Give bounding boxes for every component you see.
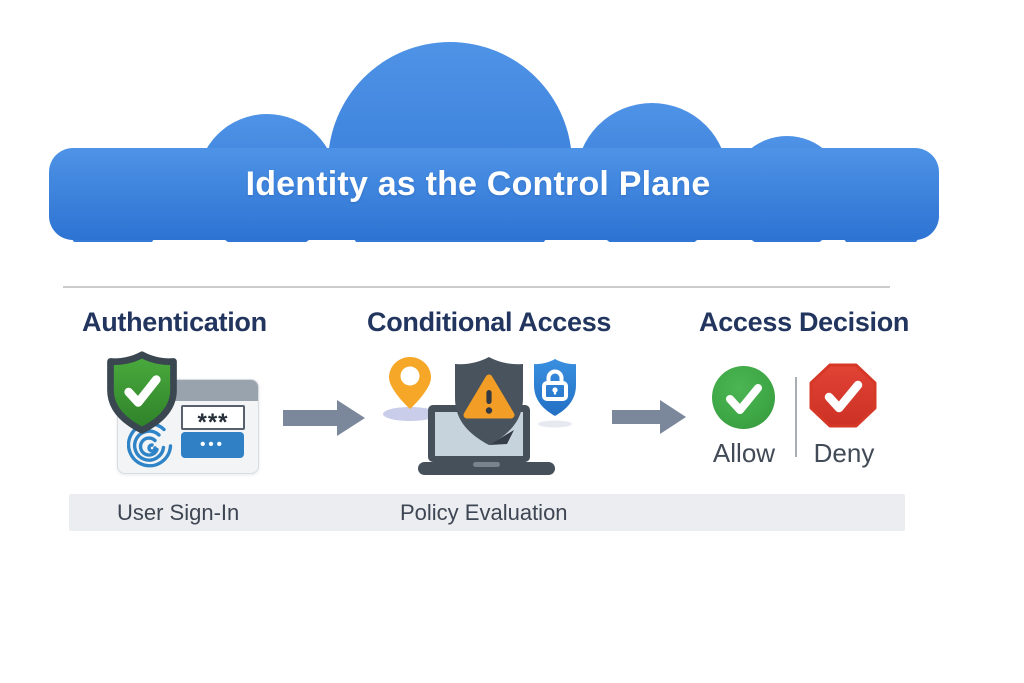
password-field: *** xyxy=(181,405,245,436)
octagon-check-icon xyxy=(809,363,877,428)
footer-policy-evaluation: Policy Evaluation xyxy=(400,500,568,525)
check-circle-icon xyxy=(712,366,775,429)
heading-authentication: Authentication xyxy=(82,307,267,337)
cloud-shape xyxy=(49,42,939,242)
deny-label: Deny xyxy=(813,438,875,468)
decision-divider xyxy=(795,377,797,457)
allow-label: Allow xyxy=(712,438,776,468)
location-pin-icon xyxy=(383,357,437,421)
footer-user-sign-in: User Sign-In xyxy=(117,500,240,525)
heading-access-decision: Access Decision xyxy=(699,307,910,337)
diagram-title: Identity as the Control Plane xyxy=(245,165,711,203)
heading-conditional-access: Conditional Access xyxy=(367,307,612,337)
footer-bar: User Sign-In Policy Evaluation xyxy=(69,494,905,531)
sign-in-button: ••• xyxy=(181,432,244,458)
sign-in-button-dots: ••• xyxy=(200,435,225,453)
header-divider xyxy=(63,286,890,288)
right-arrow-icon xyxy=(612,400,686,434)
right-arrow-icon xyxy=(283,400,365,436)
warning-shield-icon xyxy=(455,357,523,445)
verified-shield-icon xyxy=(107,351,177,434)
lock-shield-icon xyxy=(534,359,576,428)
password-mask-text: *** xyxy=(197,408,229,436)
